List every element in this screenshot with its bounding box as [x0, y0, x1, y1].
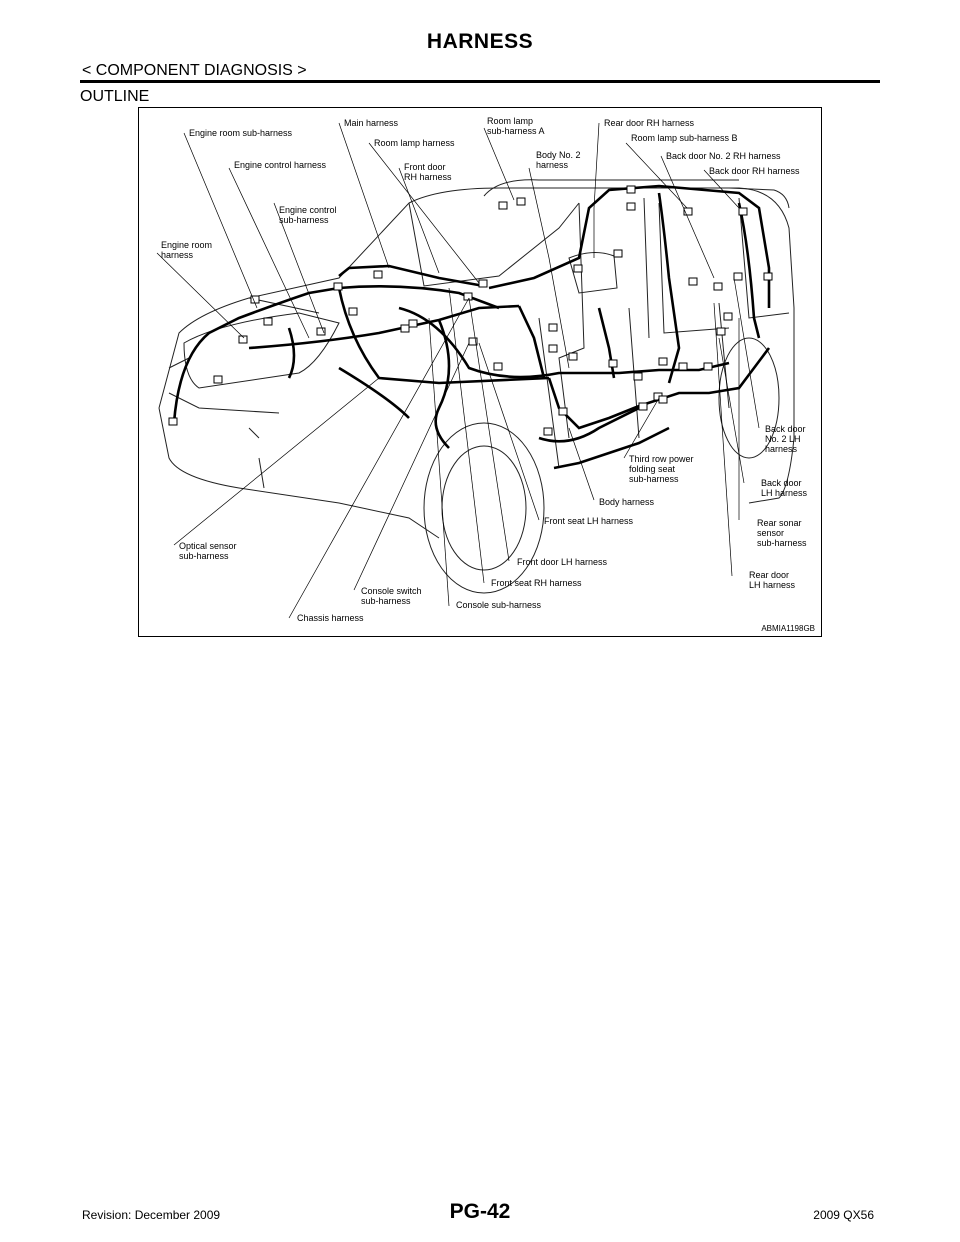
label-optical-sensor-sub-harness: Optical sensor sub-harness: [179, 541, 237, 561]
label-room-lamp-sub-harness-b: Room lamp sub-harness B: [631, 133, 738, 143]
label-front-door-rh-harness: Front door RH harness: [404, 162, 452, 182]
label-console-sub-harness: Console sub-harness: [456, 600, 542, 610]
label-body-no2-harness: Body No. 2 harness: [536, 150, 581, 170]
label-room-lamp-sub-harness-a: Room lamp sub-harness A: [487, 116, 545, 136]
label-engine-room-sub-harness: Engine room sub-harness: [189, 128, 293, 138]
label-rear-sonar-sensor-sub-harness: Rear sonar sensor sub-harness: [757, 518, 807, 548]
label-body-harness: Body harness: [599, 497, 655, 507]
label-engine-control-sub-harness: Engine control sub-harness: [279, 205, 337, 225]
outline-heading: OUTLINE: [80, 88, 150, 105]
label-console-switch-sub-harness: Console switch sub-harness: [361, 586, 422, 606]
label-engine-control-harness: Engine control harness: [234, 160, 327, 170]
figure-id: ABMIA1198GB: [761, 624, 815, 633]
footer-model: 2009 QX56: [813, 1208, 874, 1222]
harness-diagram-figure: Engine room sub-harness Main harness Roo…: [138, 107, 822, 637]
label-room-lamp-harness: Room lamp harness: [374, 138, 455, 148]
label-third-row-power-folding-seat: Third row power folding seat sub-harness: [629, 454, 694, 484]
label-front-seat-rh-harness: Front seat RH harness: [491, 578, 582, 588]
footer-page-number: PG-42: [449, 1200, 511, 1223]
label-back-door-lh-harness: Back door LH harness: [761, 478, 808, 498]
footer-revision: Revision: December 2009: [82, 1208, 221, 1222]
label-chassis-harness: Chassis harness: [297, 613, 364, 623]
page-title: HARNESS: [426, 30, 534, 53]
label-back-door-no2-lh-harness: Back door No. 2 LH harness: [765, 424, 806, 454]
label-rear-door-rh-harness: Rear door RH harness: [604, 118, 695, 128]
label-engine-room-harness: Engine room harness: [161, 240, 213, 260]
vehicle-harness-drawing: [156, 122, 795, 619]
label-front-door-lh-harness: Front door LH harness: [517, 557, 608, 567]
section-breadcrumb: < COMPONENT DIAGNOSIS >: [82, 62, 307, 79]
label-main-harness: Main harness: [344, 118, 399, 128]
header-divider: [80, 80, 880, 83]
label-back-door-no2-rh-harness: Back door No. 2 RH harness: [666, 151, 781, 161]
label-back-door-rh-harness: Back door RH harness: [709, 166, 800, 176]
label-rear-door-lh-harness: Rear door LH harness: [749, 570, 796, 590]
label-front-seat-lh-harness: Front seat LH harness: [544, 516, 634, 526]
